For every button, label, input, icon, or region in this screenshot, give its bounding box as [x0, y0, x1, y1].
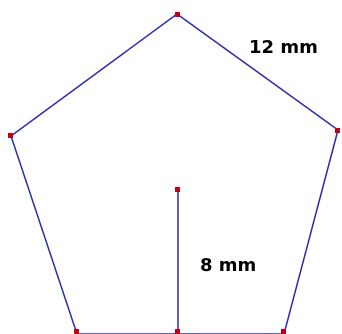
- vertex-dot-left: [8, 133, 13, 138]
- vertex-dot-bottom-right: [281, 329, 286, 334]
- vertex-dot-right: [335, 128, 340, 133]
- center-dot: [175, 187, 180, 192]
- pentagon-outline: [10, 13, 339, 334]
- side-length-label: 12 mm: [249, 37, 318, 58]
- base-midpoint-dot: [175, 329, 180, 334]
- vertex-dot-bottom-left: [74, 329, 79, 334]
- vertex-dot-top: [175, 12, 180, 17]
- apothem-label: 8 mm: [200, 255, 256, 276]
